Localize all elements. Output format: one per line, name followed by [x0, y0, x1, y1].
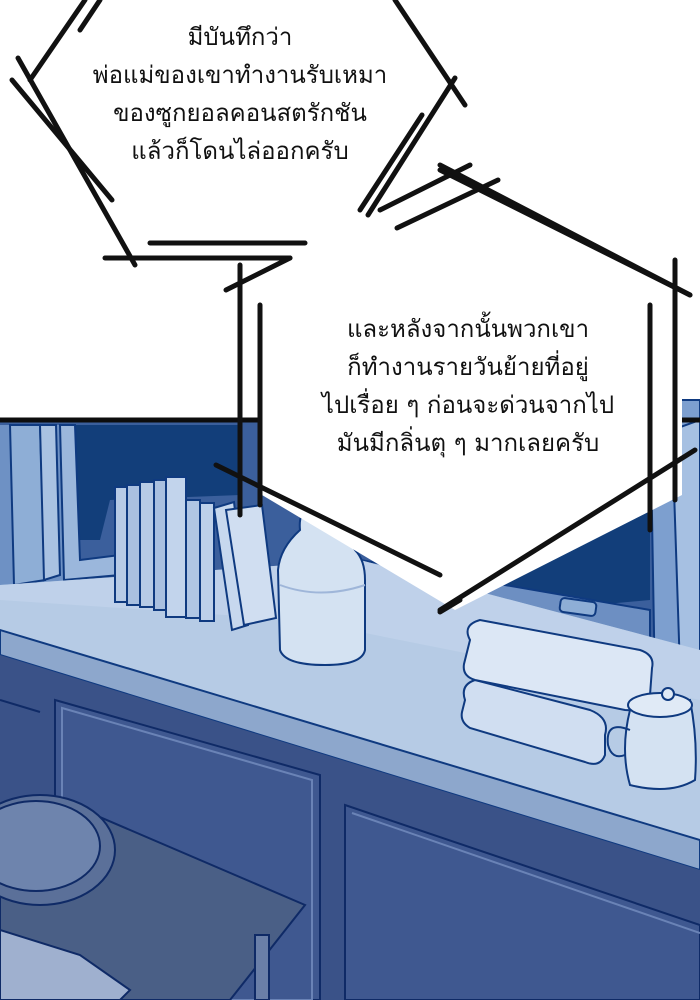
side-table: [0, 794, 307, 1000]
bubble-1-line-4: แล้วก็โดนไล่ออกครับ: [131, 137, 349, 165]
speech-bubble-1-text: มีบันทึกว่า พ่อแม่ของเขาทำงานรับเหมา ของ…: [20, 18, 460, 170]
teapot: [606, 687, 697, 790]
bubble-2-line-2: ก็ทำงานรายวันย้ายที่อยู่: [347, 353, 589, 381]
speech-bubble-2-text: และหลังจากนั้นพวกเขา ก็ทำงานรายวันย้ายที…: [268, 310, 668, 462]
bubble-1-line-3: ของซูกยอลคอนสตรักชัน: [113, 99, 367, 127]
bubble-2-line-1: และหลังจากนั้นพวกเขา: [346, 315, 590, 343]
bubble-1-line-1: มีบันทึกว่า: [187, 23, 293, 51]
bubble-2-line-4: มันมีกลิ่นตุ ๆ มากเลยครับ: [336, 429, 600, 457]
bubble-2-line-3: ไปเรื่อย ๆ ก่อนจะด่วนจากไป: [321, 391, 615, 419]
speech-bubble-2: [213, 167, 698, 615]
bubble-1-line-2: พ่อแม่ของเขาทำงานรับเหมา: [92, 61, 388, 89]
books: [114, 476, 278, 632]
speech-bubble-1: [9, 0, 693, 298]
